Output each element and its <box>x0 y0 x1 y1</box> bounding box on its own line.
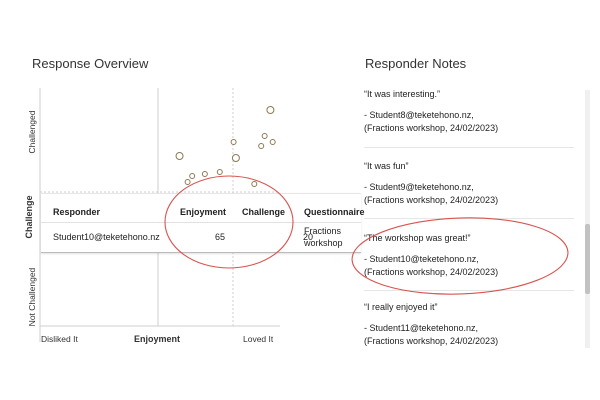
data-point <box>266 106 275 114</box>
note-quote: “It was interesting.” <box>364 89 441 99</box>
note-quote: “It was fun” <box>364 161 409 171</box>
cell-responder: Student10@teketehono.nz <box>53 232 160 242</box>
note-context: (Fractions workshop, 24/02/2023) <box>364 267 499 277</box>
note-author: - Student8@teketehono.nz, (Fractions wor… <box>364 109 574 135</box>
header-questionnaire: Questionnaire <box>304 207 365 217</box>
responder-notes-list[interactable]: “It was interesting.” - Student8@teketeh… <box>364 83 588 353</box>
y-axis-label: Challenge <box>24 195 34 239</box>
note-author-email: - Student8@teketehono.nz, <box>364 110 474 120</box>
data-point <box>184 179 191 185</box>
data-point <box>231 154 240 162</box>
data-point <box>258 143 265 149</box>
note-item: “I really enjoyed it” - Student11@tekete… <box>364 302 574 348</box>
data-point <box>261 133 268 139</box>
chart-points <box>175 106 276 187</box>
data-point <box>175 152 184 160</box>
y-tick-challenged: Challenged <box>27 110 37 154</box>
header-enjoyment: Enjoyment <box>180 207 227 217</box>
point-tooltip: Responder Enjoyment Challenge Questionna… <box>41 193 365 253</box>
header-challenge: Challenge <box>242 207 286 217</box>
x-tick-loved: Loved It <box>243 334 274 344</box>
header-responder: Responder <box>53 207 101 217</box>
data-point <box>230 139 237 145</box>
note-quote: “I really enjoyed it” <box>364 302 438 312</box>
cell-questionnaire-line2: workshop <box>304 238 343 248</box>
note-context: (Fractions workshop, 24/02/2023) <box>364 195 499 205</box>
note-author: - Student11@teketehono.nz, (Fractions wo… <box>364 322 574 348</box>
cell-challenge: 20 <box>302 232 313 242</box>
responder-notes-title: Responder Notes <box>365 56 467 71</box>
note-item: “It was fun” - Student9@teketehono.nz, (… <box>364 161 574 207</box>
y-tick-not-challenged: Not Challenged <box>27 267 37 327</box>
note-context: (Fractions workshop, 24/02/2023) <box>364 123 499 133</box>
note-author-email: - Student10@teketehono.nz, <box>364 254 479 264</box>
data-point <box>269 139 276 145</box>
data-point <box>201 171 208 177</box>
note-author: - Student9@teketehono.nz, (Fractions wor… <box>364 181 574 207</box>
x-tick-disliked: Disliked It <box>41 334 78 344</box>
response-overview-title: Response Overview <box>32 56 149 71</box>
note-author: - Student10@teketehono.nz, (Fractions wo… <box>364 253 574 279</box>
note-author-email: - Student11@teketehono.nz, <box>364 323 479 333</box>
notes-scrollbar-thumb[interactable] <box>585 224 590 294</box>
x-axis-label: Enjoyment <box>134 334 181 344</box>
data-point <box>216 169 223 175</box>
cell-enjoyment: 65 <box>214 232 225 242</box>
note-quote: “The workshop was great!” <box>364 233 471 243</box>
note-author-email: - Student9@teketehono.nz, <box>364 182 474 192</box>
tooltip-divider <box>41 222 361 223</box>
data-point <box>251 181 258 187</box>
note-item: “It was interesting.” - Student8@teketeh… <box>364 89 574 135</box>
cell-questionnaire-line1: Fractions <box>304 226 342 236</box>
notes-scrollbar-track[interactable] <box>585 90 590 348</box>
note-divider <box>364 147 574 148</box>
data-point <box>189 173 196 179</box>
cell-questionnaire: Fractions workshop <box>304 225 364 249</box>
note-context: (Fractions workshop, 24/02/2023) <box>364 336 499 346</box>
note-item: “The workshop was great!” - Student10@te… <box>364 233 574 279</box>
note-divider <box>364 290 574 291</box>
note-divider <box>364 218 574 219</box>
